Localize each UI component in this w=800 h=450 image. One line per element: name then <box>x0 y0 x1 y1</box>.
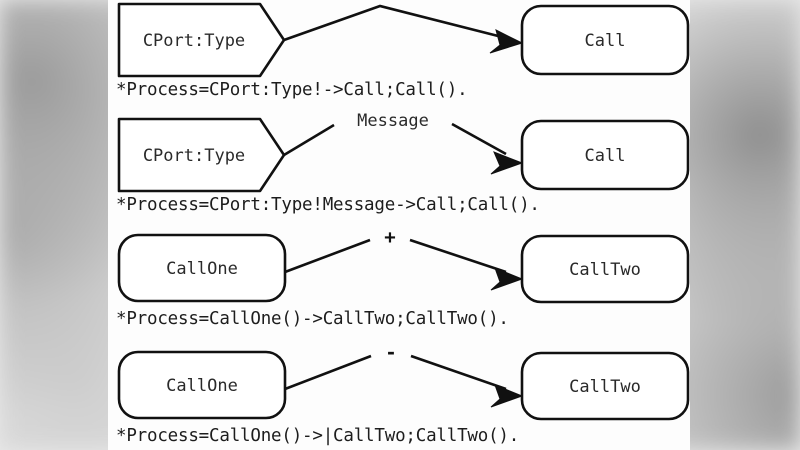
connector-signal-out[interactable] <box>283 4 524 54</box>
connector-path-right <box>451 122 507 156</box>
row-caption: *Process=CallOne()->CallTwo;CallTwo(). <box>116 309 509 329</box>
node-label: CPort:Type <box>143 146 245 166</box>
diagram-canvas: CPort:Type Call *Process=CPort:Type!->Ca… <box>116 2 690 446</box>
edge-sign-plus: + <box>384 227 395 249</box>
diagram-row-signal-message: CPort:Type Message Call *Process=CPort:T… <box>116 111 690 215</box>
node-label: CallOne <box>166 376 238 396</box>
row-caption: *Process=CPort:Type!->Call;Call(). <box>116 80 467 100</box>
rounded-rectangle-shape <box>117 233 287 303</box>
figure-panel: CPort:Type Call *Process=CPort:Type!->Ca… <box>108 0 690 450</box>
diagram-row-signal-out: CPort:Type Call *Process=CPort:Type!->Ca… <box>116 2 690 100</box>
node-call-1[interactable]: Call <box>520 4 690 76</box>
pointed-rectangle-shape <box>117 2 286 78</box>
connector-path-left <box>284 238 371 274</box>
arrow-head-icon <box>490 151 524 175</box>
connector-path-right <box>409 238 507 274</box>
rounded-rectangle-shape <box>117 350 287 420</box>
node-callone-1[interactable]: CallOne <box>117 233 287 303</box>
connector-call-minus[interactable]: - <box>284 342 524 408</box>
node-label: Call <box>585 146 626 166</box>
node-callone-2[interactable]: CallOne <box>117 350 287 420</box>
diagram-row-call-plus: CallOne + CallTwo *Process=CallOne()->Ca… <box>116 227 690 329</box>
node-cport-type-1[interactable]: CPort:Type <box>117 2 286 78</box>
connector-path-left <box>284 354 372 391</box>
arrow-head-icon <box>489 29 524 54</box>
rounded-rectangle-shape <box>520 234 690 304</box>
arrow-head-icon <box>490 384 524 408</box>
edge-sign-minus: - <box>385 342 396 364</box>
node-label: CallTwo <box>569 260 641 280</box>
node-calltwo-1[interactable]: CallTwo <box>520 234 690 304</box>
edge-label: Message <box>357 111 429 131</box>
pointed-rectangle-shape <box>117 117 286 193</box>
connector-signal-message[interactable]: Message <box>283 111 524 175</box>
node-label: CallOne <box>166 259 238 279</box>
rounded-rectangle-shape <box>520 351 690 421</box>
diagram-row-call-minus: CallOne - CallTwo *Process=CallOne()->|C… <box>116 342 690 446</box>
row-caption: *Process=CallOne()->|CallTwo;CallTwo(). <box>116 426 519 446</box>
connector-path-left <box>283 123 335 157</box>
node-label: Call <box>585 31 626 51</box>
arrow-head-icon <box>490 267 524 291</box>
connector-call-plus[interactable]: + <box>284 227 524 291</box>
node-call-2[interactable]: Call <box>520 119 690 191</box>
node-cport-type-2[interactable]: CPort:Type <box>117 117 286 193</box>
rounded-rectangle-shape <box>520 4 690 76</box>
row-caption: *Process=CPort:Type!Message->Call;Call()… <box>116 195 540 215</box>
node-calltwo-2[interactable]: CallTwo <box>520 351 690 421</box>
node-label: CPort:Type <box>143 31 245 51</box>
rounded-rectangle-shape <box>520 119 690 191</box>
connector-path-right <box>410 354 507 391</box>
connector-path <box>283 4 507 42</box>
node-label: CallTwo <box>569 377 641 397</box>
